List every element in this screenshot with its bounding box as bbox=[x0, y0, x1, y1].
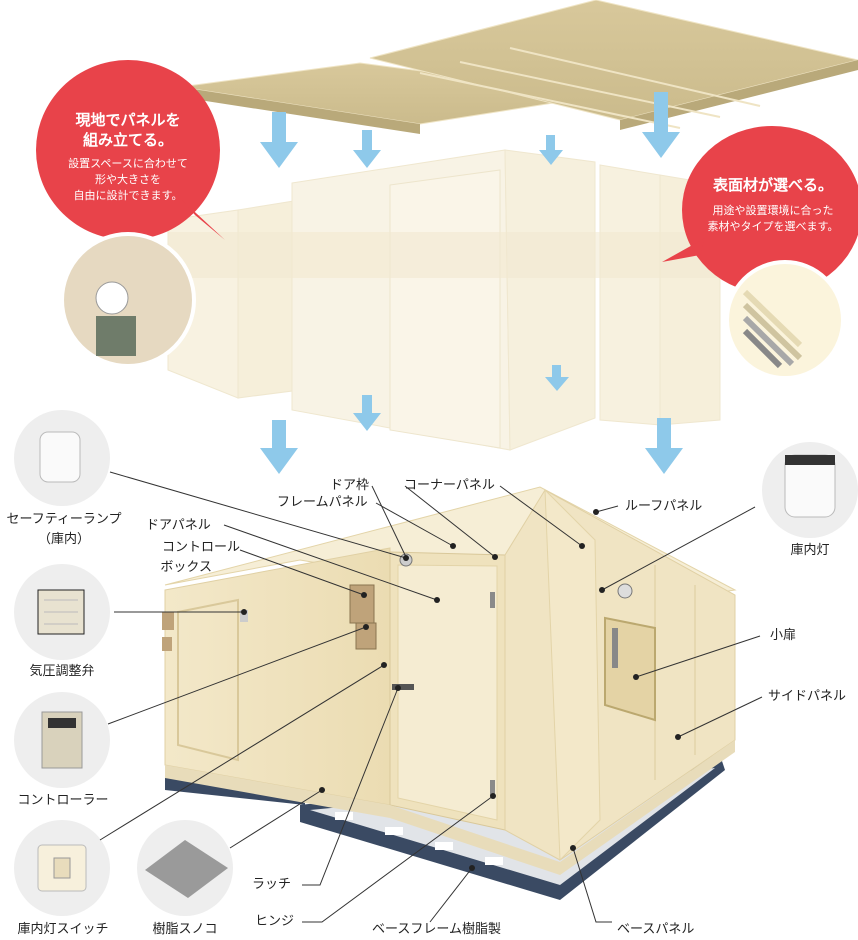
label-side-panel: サイドパネル bbox=[768, 689, 847, 704]
assembled-cold-room bbox=[162, 486, 737, 875]
label-safety-lamp-line1: セーフティーランプ bbox=[6, 512, 122, 527]
label-latch: ラッチ bbox=[252, 877, 292, 892]
label-base-frame: ベースフレーム樹脂製 bbox=[372, 922, 501, 937]
label-control-box: コントロール ボックス bbox=[130, 540, 240, 576]
callout-left-body-3: 自由に設計できます。 bbox=[73, 189, 183, 202]
callout-left-bubble bbox=[36, 60, 225, 368]
callout-right-text: 表面材が選べる。 用途や設置環境に合った 素材やタイプを選べます。 bbox=[700, 175, 846, 235]
label-safety-lamp-line2: （庫内） bbox=[37, 532, 90, 547]
callout-right-body-2: 素材やタイプを選べます。 bbox=[707, 220, 839, 233]
exploded-roof-boards bbox=[179, 0, 858, 134]
leader-dots bbox=[241, 509, 681, 871]
callout-right-title: 表面材が選べる。 bbox=[712, 176, 833, 194]
label-base-panel: ベースパネル bbox=[617, 922, 695, 937]
callout-left-body-1: 設置スペースに合わせて bbox=[68, 157, 188, 170]
callout-right-bubble bbox=[662, 126, 858, 380]
callout-left-text: 現地でパネルを 組み立てる。 設置スペースに合わせて 形や大きさを 自由に設計で… bbox=[48, 110, 208, 204]
callout-left-title-2: 組み立てる。 bbox=[82, 131, 173, 149]
label-small-door: 小扉 bbox=[770, 628, 797, 643]
label-control-box-line1: コントロール bbox=[161, 540, 240, 555]
callout-left-title-1: 現地でパネルを bbox=[75, 111, 181, 129]
label-frame-panel: フレームパネル bbox=[277, 495, 368, 510]
label-controller: コントローラー bbox=[17, 793, 109, 808]
part-icons bbox=[14, 410, 858, 916]
callout-left-body-2: 形や大きさを bbox=[95, 173, 161, 186]
label-roof-panel: ルーフパネル bbox=[625, 499, 703, 514]
label-pressure-valve: 気圧調整弁 bbox=[29, 664, 95, 679]
label-resin-duckboard: 樹脂スノコ bbox=[152, 922, 218, 937]
label-door-frame: ドア枠 bbox=[330, 478, 370, 493]
label-safety-lamp: セーフティーランプ （庫内） bbox=[2, 512, 126, 548]
label-interior-light: 庫内灯 bbox=[790, 543, 830, 558]
label-hinge: ヒンジ bbox=[255, 914, 295, 929]
label-light-switch: 庫内灯スイッチ bbox=[17, 922, 109, 937]
callout-right-body-1: 用途や設置環境に合った bbox=[712, 204, 834, 217]
leader-lines bbox=[99, 471, 763, 923]
label-corner-panel: コーナーパネル bbox=[404, 478, 495, 493]
label-door-panel: ドアパネル bbox=[146, 518, 211, 533]
assembly-arrows bbox=[260, 92, 683, 474]
label-control-box-line2: ボックス bbox=[160, 560, 212, 575]
exploded-wall-panels bbox=[167, 149, 728, 451]
